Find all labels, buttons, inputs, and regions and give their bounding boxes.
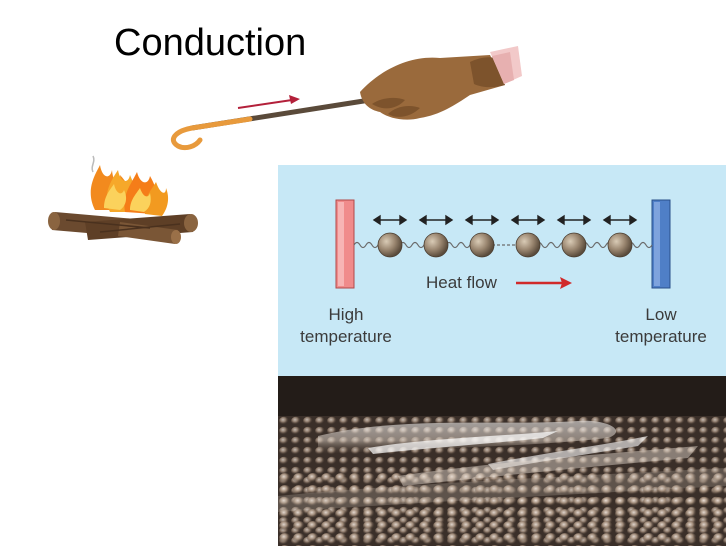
campfire-icon <box>48 155 198 244</box>
arrow-right-icon <box>237 95 300 109</box>
atom-chain <box>377 232 633 258</box>
hand-icon <box>360 46 522 120</box>
high-temperature-label: High temperature <box>278 304 414 348</box>
conduction-diagram: Heat flow High temperature Low temperatu… <box>278 165 726 376</box>
micrograph-graphic <box>278 376 726 546</box>
vibration-arrows <box>372 214 638 226</box>
low-temperature-text: Low temperature <box>615 305 707 346</box>
stick-icon <box>171 97 373 151</box>
low-temperature-label: Low temperature <box>596 304 726 348</box>
heat-flow-label: Heat flow <box>426 273 497 292</box>
high-temperature-text: High temperature <box>300 305 392 346</box>
heat-flow-arrow <box>516 277 572 289</box>
atomic-surface-image <box>278 376 726 546</box>
slide-title: Conduction <box>114 22 307 64</box>
diagram-graphic <box>335 199 671 289</box>
